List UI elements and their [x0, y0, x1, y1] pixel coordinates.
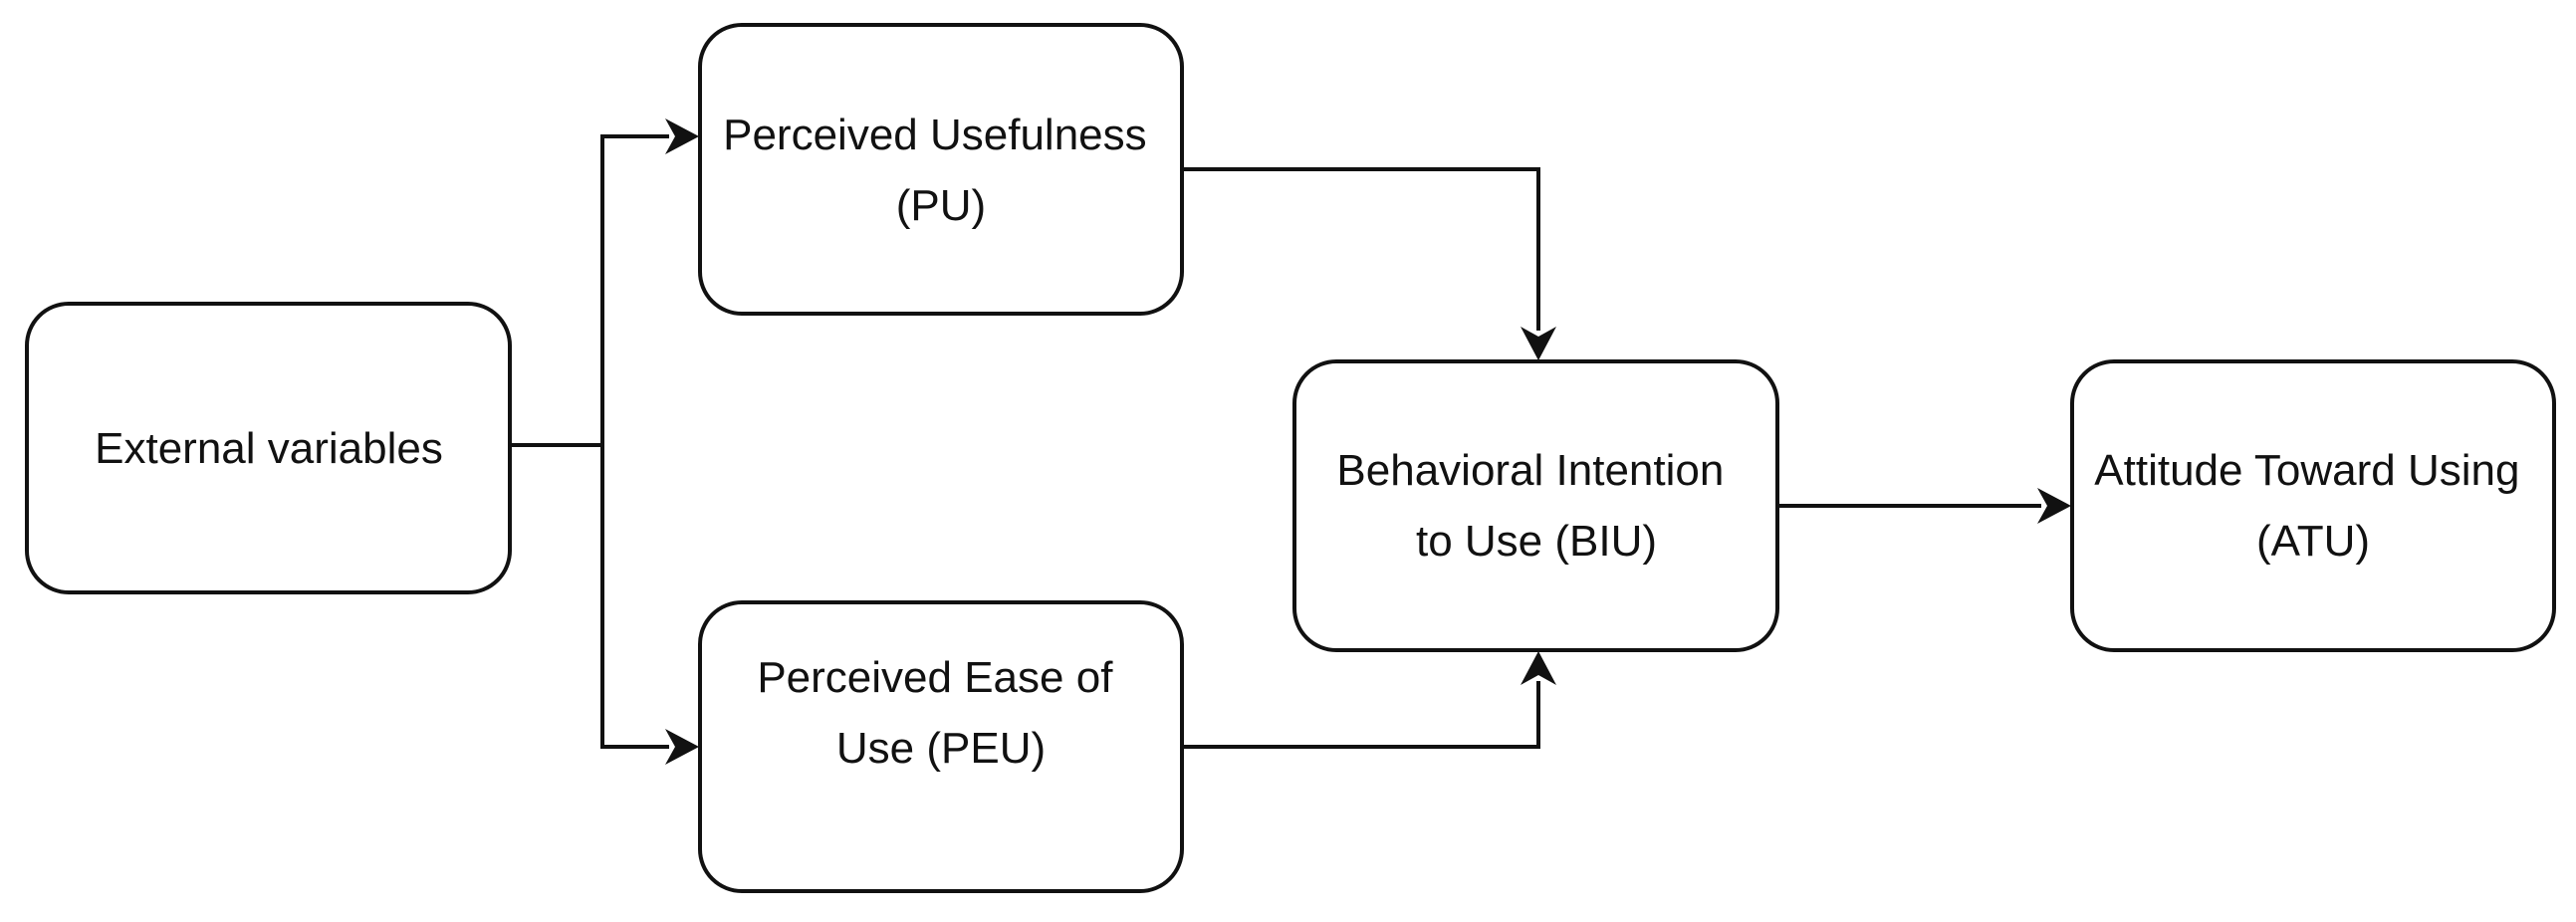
arrowhead-atu [2037, 488, 2071, 524]
node-label: Perceived Ease of Use (PEU) [757, 653, 1124, 773]
node-label: Attitude Toward Using (ATU) [2094, 446, 2531, 566]
arrowhead-pu [665, 118, 699, 154]
arrowhead-biu-bottom [1521, 651, 1556, 685]
node-label: Perceived Usefulness (PU) [723, 111, 1159, 230]
node-perceived-ease-of-use: Perceived Ease of Use (PEU) [698, 600, 1184, 893]
node-label: Behavioral Intention to Use (BIU) [1336, 446, 1736, 566]
edge-external-to-pu [600, 134, 669, 445]
node-box [698, 600, 1184, 893]
edge-pu-to-biu [1182, 167, 1540, 331]
node-attitude-toward-using: Attitude Toward Using (ATU) [2070, 359, 2556, 652]
edge-peu-to-biu [1182, 681, 1540, 749]
node-label: External variables [95, 424, 443, 473]
node-box [2070, 359, 2556, 652]
node-box [698, 23, 1184, 316]
connectors [510, 118, 2071, 765]
node-box [1292, 359, 1779, 652]
node-behavioral-intention: Behavioral Intention to Use (BIU) [1292, 359, 1779, 652]
node-perceived-usefulness: Perceived Usefulness (PU) [698, 23, 1184, 316]
node-external-variables: External variables [25, 302, 512, 594]
arrowhead-biu-top [1521, 327, 1556, 360]
arrowhead-peu [665, 729, 699, 765]
edge-external-to-peu [600, 445, 669, 749]
node-box [25, 302, 512, 594]
